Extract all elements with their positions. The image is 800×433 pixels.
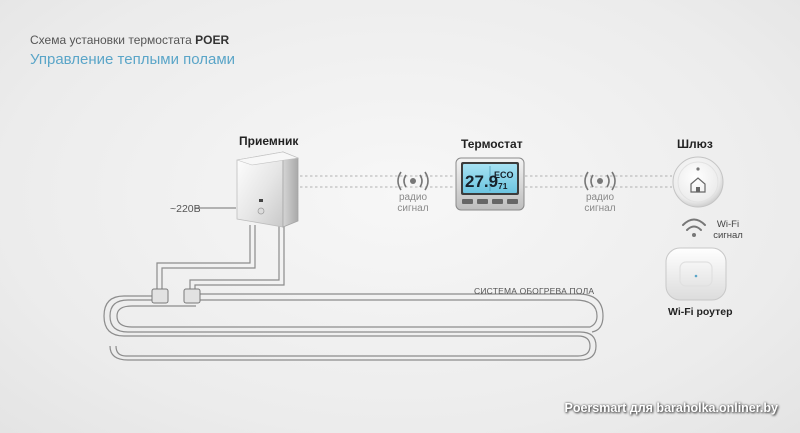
diagram-subtitle: Управление теплыми полами bbox=[30, 51, 236, 68]
radio-signal-left-line1: радио bbox=[398, 192, 428, 203]
receiver-wires bbox=[156, 207, 285, 290]
power-label: ~220В bbox=[170, 203, 201, 215]
thermostat-temperature: 27.9 bbox=[465, 172, 498, 191]
gateway-device bbox=[672, 156, 724, 208]
gateway-label: Шлюз bbox=[677, 137, 713, 151]
diagram-title: Схема установки термостата POER bbox=[30, 33, 229, 47]
cable-connector-right bbox=[183, 288, 201, 304]
receiver-label: Приемник bbox=[239, 134, 299, 148]
radio-signal-label-right: радио сигнал bbox=[580, 192, 620, 214]
radio-wave-icon-left bbox=[397, 171, 429, 191]
radio-signal-label-left: радио сигнал bbox=[393, 192, 433, 214]
title-brand: POER bbox=[195, 33, 230, 47]
cable-connector-left bbox=[151, 288, 169, 304]
receiver-device bbox=[236, 151, 300, 228]
title-prefix: Схема установки термостата bbox=[30, 33, 192, 47]
floor-heating-cable bbox=[103, 293, 604, 361]
wifi-signal-line2: сигнал bbox=[713, 230, 743, 241]
router-label: Wi-Fi роутер bbox=[668, 306, 733, 318]
heating-system-label: СИСТЕМА ОБОГРЕВА ПОЛА bbox=[474, 286, 595, 296]
wifi-signal-label: Wi-Fi сигнал bbox=[708, 219, 748, 241]
wifi-signal-line1: Wi-Fi bbox=[716, 219, 740, 230]
thermostat-device bbox=[455, 157, 525, 211]
radio-link-lines bbox=[300, 175, 672, 188]
radio-signal-right-line2: сигнал bbox=[584, 203, 616, 214]
thermostat-label: Термостат bbox=[461, 137, 523, 151]
watermark: Poersmart для baraholka.onliner.by bbox=[564, 401, 778, 415]
thermostat-mode: ECO bbox=[494, 170, 514, 180]
radio-signal-left-line2: сигнал bbox=[397, 203, 429, 214]
thermostat-humidity: 71 bbox=[498, 181, 508, 191]
radio-signal-right-line1: радио bbox=[585, 192, 615, 203]
wifi-router-device bbox=[665, 247, 727, 301]
radio-wave-icon-right bbox=[584, 171, 616, 191]
wifi-icon bbox=[682, 218, 706, 237]
